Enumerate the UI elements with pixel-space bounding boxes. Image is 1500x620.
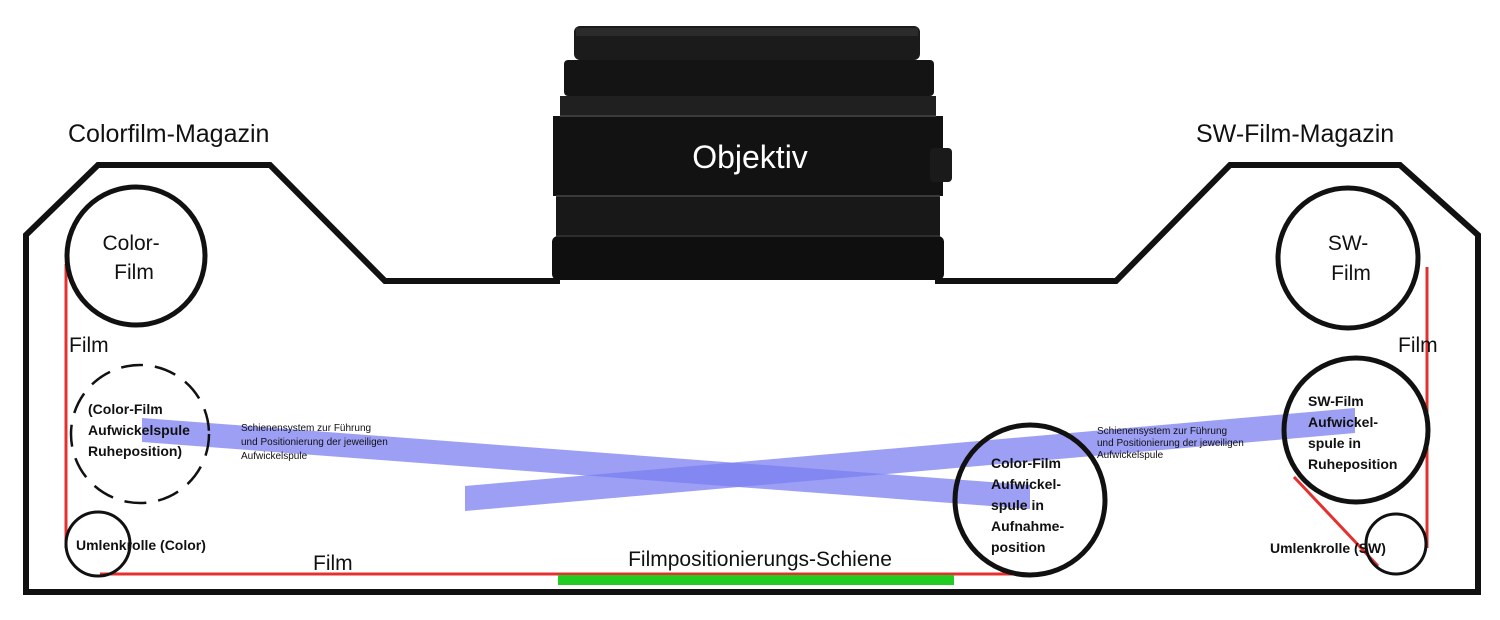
positioning-rail bbox=[558, 575, 954, 585]
color-takeup-rest-label: (Color-Film Aufwickelspule Ruheposition) bbox=[88, 401, 194, 459]
sw-film-supply-spool bbox=[1275, 185, 1421, 331]
lens-lower-barrel bbox=[556, 196, 940, 236]
right-film-label: Film bbox=[1398, 334, 1438, 357]
color-takeup-active-label: Color-Film Aufwickel- spule in Aufnahme-… bbox=[991, 455, 1068, 555]
rail-note-right: Schienensystem zur Führung und Positioni… bbox=[1097, 426, 1247, 461]
sw-idler-roller bbox=[1364, 512, 1428, 576]
sw-film-supply-label: SW- Film bbox=[1328, 232, 1374, 285]
lens-second-ring bbox=[564, 60, 934, 96]
rail-note-left: Schienensystem zur Führung und Positioni… bbox=[241, 423, 391, 462]
sw-takeup-rest-spool bbox=[1281, 355, 1431, 505]
film-right-diagonal bbox=[1292, 475, 1380, 568]
bottom-film-label: Film bbox=[313, 552, 353, 575]
color-film-supply-spool bbox=[64, 184, 208, 328]
left-film-label: Film bbox=[69, 334, 109, 357]
lens-focus-knob bbox=[930, 148, 952, 182]
film-path bbox=[64, 264, 1429, 576]
lens-mid-ring bbox=[560, 96, 936, 116]
color-idler-roller bbox=[64, 510, 132, 578]
rail-guide-right bbox=[465, 408, 1355, 511]
color-film-supply-label: Color- Film bbox=[102, 232, 165, 284]
color-takeup-active-spool bbox=[952, 422, 1108, 578]
lens-barrel bbox=[553, 116, 943, 196]
lens-mount bbox=[552, 236, 944, 280]
left-magazine-title: Colorfilm-Magazin bbox=[68, 120, 269, 148]
lens-cap-ring bbox=[576, 28, 918, 36]
color-idler-label: Umlenkrolle (Color) bbox=[76, 537, 206, 553]
housing-outline bbox=[23, 162, 1481, 595]
positioning-rail-label: Filmpositionierungs-Schiene bbox=[628, 548, 892, 571]
sw-takeup-rest-label: SW-Film Aufwickel- spule in Ruheposition bbox=[1308, 393, 1397, 472]
sw-idler-label: Umlenkrolle (SW) bbox=[1270, 540, 1386, 556]
color-takeup-rest-position bbox=[69, 363, 211, 505]
right-magazine-title: SW-Film-Magazin bbox=[1196, 120, 1394, 148]
lens: Objektiv bbox=[552, 26, 952, 280]
rail-guide-left bbox=[142, 418, 1030, 509]
lens-label: Objektiv bbox=[692, 139, 808, 175]
